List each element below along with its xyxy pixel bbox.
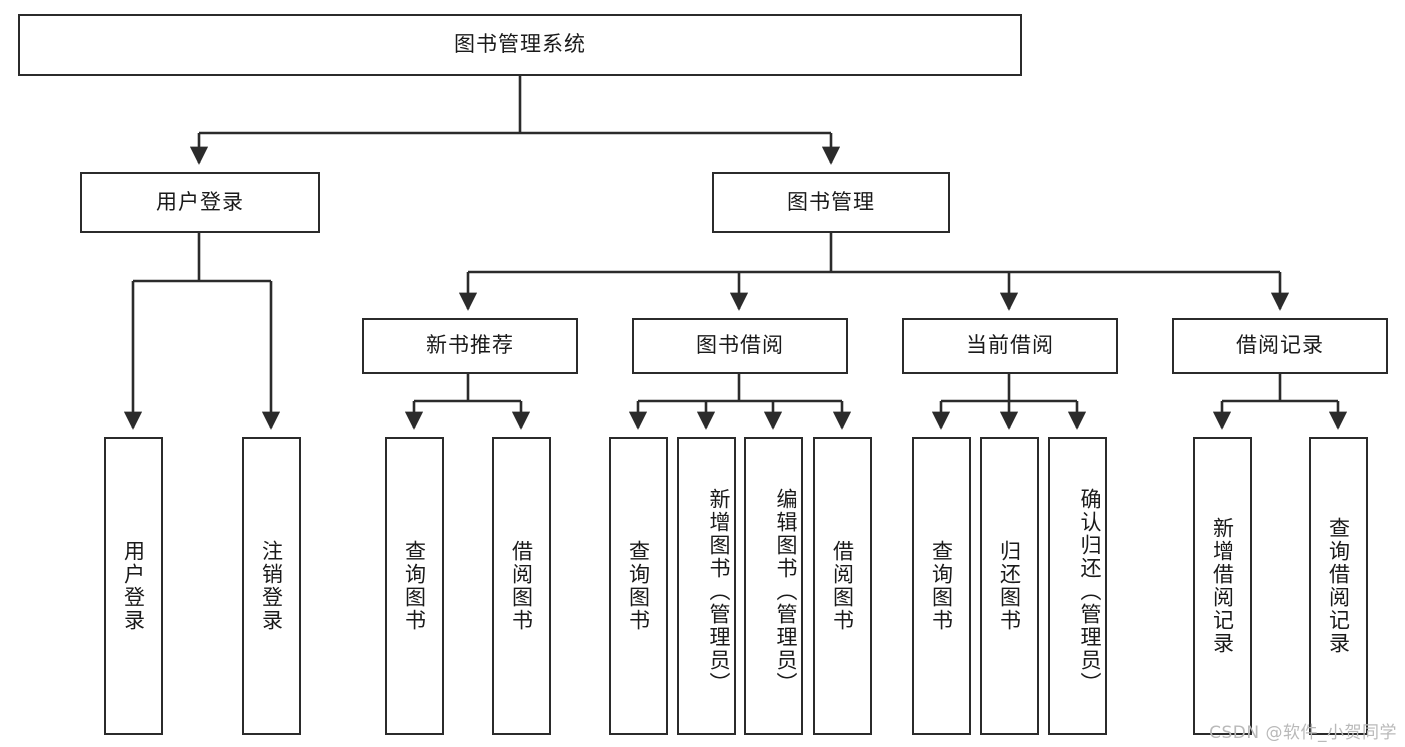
node-leaf-borrow-edit-book-admin-label: 编辑图书（管理员） [774,487,798,695]
node-new-book-recommend-label: 新书推荐 [426,333,514,358]
node-book-borrow-label: 图书借阅 [696,333,784,358]
node-leaf-logout[interactable]: 注销登录 [242,437,301,735]
node-user-login-label: 用户登录 [156,189,244,214]
node-book-management-label: 图书管理 [787,189,875,214]
node-leaf-newbook-query-book-label: 查询图书 [402,540,427,632]
node-leaf-borrow-edit-book-admin[interactable]: 编辑图书（管理员） [744,437,803,735]
node-leaf-newbook-borrow-book[interactable]: 借阅图书 [492,437,551,735]
node-new-book-recommend[interactable]: 新书推荐 [362,318,578,374]
node-leaf-borrow-query-book[interactable]: 查询图书 [609,437,668,735]
node-leaf-logout-label: 注销登录 [259,540,284,632]
node-leaf-borrow-add-book-admin-label: 新增图书（管理员） [707,487,731,695]
node-leaf-borrow-query-book-label: 查询图书 [626,540,651,632]
node-root-book-management-system[interactable]: 图书管理系统 [18,14,1022,76]
node-leaf-current-return-book[interactable]: 归还图书 [980,437,1039,735]
node-book-management[interactable]: 图书管理 [712,172,950,233]
watermark-text: CSDN @软件_小贺同学 [1209,723,1397,743]
node-leaf-borrow-borrow-book[interactable]: 借阅图书 [813,437,872,735]
node-leaf-record-add-record-label: 新增借阅记录 [1210,517,1235,655]
node-leaf-borrow-borrow-book-label: 借阅图书 [830,540,855,632]
node-leaf-current-confirm-return-admin-label: 确认归还（管理员） [1078,487,1102,695]
node-leaf-record-add-record[interactable]: 新增借阅记录 [1193,437,1252,735]
node-leaf-current-query-book-label: 查询图书 [929,540,954,632]
node-current-borrow-label: 当前借阅 [966,333,1054,358]
node-current-borrow[interactable]: 当前借阅 [902,318,1118,374]
node-leaf-borrow-add-book-admin[interactable]: 新增图书（管理员） [677,437,736,735]
node-leaf-newbook-query-book[interactable]: 查询图书 [385,437,444,735]
node-user-login[interactable]: 用户登录 [80,172,320,233]
node-leaf-record-query-record-label: 查询借阅记录 [1326,517,1351,655]
node-root-label: 图书管理系统 [454,32,586,57]
node-leaf-newbook-borrow-book-label: 借阅图书 [509,540,534,632]
node-borrow-record-label: 借阅记录 [1236,333,1324,358]
node-leaf-user-login[interactable]: 用户登录 [104,437,163,735]
node-leaf-record-query-record[interactable]: 查询借阅记录 [1309,437,1368,735]
node-leaf-current-confirm-return-admin[interactable]: 确认归还（管理员） [1048,437,1107,735]
node-leaf-user-login-label: 用户登录 [121,540,146,632]
node-leaf-current-query-book[interactable]: 查询图书 [912,437,971,735]
node-leaf-current-return-book-label: 归还图书 [997,540,1022,632]
node-book-borrow[interactable]: 图书借阅 [632,318,848,374]
node-borrow-record[interactable]: 借阅记录 [1172,318,1388,374]
